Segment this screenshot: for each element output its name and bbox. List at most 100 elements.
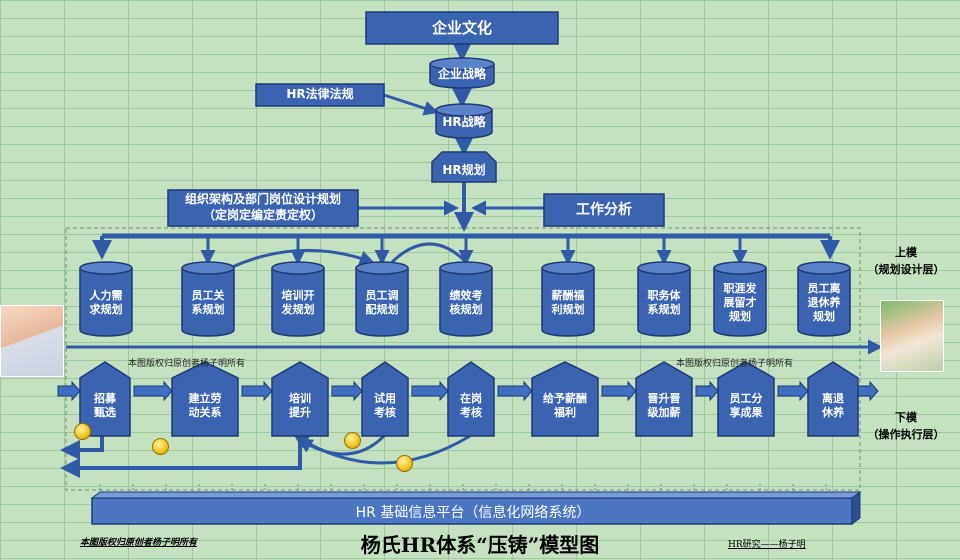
hr-strategy-label: HR战略 — [442, 115, 486, 130]
upper-cylinder-body — [637, 268, 691, 337]
feedback-arrow — [293, 434, 471, 465]
upper-item-line: 规划 — [729, 310, 751, 324]
upper-cylinder-top — [637, 261, 691, 275]
elderly-couple-photo — [880, 300, 944, 372]
lower-item-line: 福利 — [554, 406, 576, 419]
platform-bar-side — [851, 491, 861, 525]
upper-cylinder-top — [713, 261, 767, 275]
upper-cylinder — [355, 261, 409, 337]
lower-item-label: 试用考核 — [362, 378, 408, 434]
lower-item-line: 试用 — [374, 391, 396, 405]
lower-pentagon — [447, 361, 495, 437]
upper-item-line: 员工关 — [191, 288, 225, 302]
smiley-icon — [152, 438, 169, 455]
flow-arrow — [777, 380, 809, 402]
lower-item-line: 级加薪 — [647, 406, 681, 419]
upper-cylinder — [541, 261, 595, 337]
lower-item-label: 离退休养 — [808, 378, 858, 434]
upper-cylinder-body — [271, 268, 325, 337]
upper-cylinder — [79, 261, 133, 337]
upper-cylinder-top — [355, 261, 409, 275]
upper-cylinder-top — [439, 261, 493, 275]
upper-item-line: 规划 — [813, 310, 835, 324]
upper-item-line: 系规划 — [647, 303, 681, 316]
strategy-cylinder-top — [429, 57, 495, 71]
lower-item-line: 培训 — [289, 391, 311, 405]
flow-arrow — [133, 380, 173, 402]
upper-item-label: 绩效考核规划 — [440, 274, 492, 332]
upper-item-line: 系规划 — [191, 303, 225, 316]
upper-cylinder-top — [181, 261, 235, 275]
upper-item-line: 员工调 — [365, 288, 399, 302]
upper-cylinder-body — [541, 268, 595, 337]
platform-bar-top — [90, 491, 862, 499]
lower-item-label: 建立劳动关系 — [172, 378, 238, 434]
flow-arrow-in — [57, 380, 81, 402]
job-analysis-label: 工作分析 — [576, 201, 632, 218]
lower-item-line: 在岗 — [460, 391, 482, 405]
lower-pentagon — [271, 361, 329, 437]
upper-item-line: 求规划 — [89, 303, 123, 316]
lower-item-label: 员工分享成果 — [718, 378, 774, 434]
upper-item-line: 薪酬福 — [551, 288, 585, 302]
lower-item-label: 给予薪酬福利 — [532, 378, 598, 434]
lower-item-line: 招募 — [94, 391, 116, 405]
upper-item-label: 员工调配规划 — [356, 274, 408, 332]
org-design-line1: 组织架构及部门岗位设计规划 — [184, 192, 341, 207]
strategy-cylinder-body — [429, 64, 495, 89]
strategy-cylinder — [429, 57, 495, 89]
lower-item-label: 培训提升 — [272, 378, 328, 434]
flow-arrow — [497, 380, 533, 402]
upper-item-line: 绩效考 — [449, 288, 483, 302]
hr-strategy-cylinder — [435, 103, 493, 139]
flow-arrow-out — [857, 380, 879, 402]
upper-item-label: 职涯发展留才规划 — [714, 274, 766, 332]
lower-item-line: 考核 — [460, 406, 482, 419]
upper-cylinder — [637, 261, 691, 337]
platform-label: HR 基础信息平台（信息化网络系统） — [355, 504, 591, 521]
lower-layer-title: 下模 — [895, 411, 917, 424]
law-box — [255, 83, 385, 107]
culture-label: 企业文化 — [431, 19, 492, 38]
lower-item-line: 给予薪酬 — [543, 391, 587, 405]
upper-item-label: 员工关系规划 — [182, 274, 234, 332]
lower-pentagon — [717, 361, 775, 437]
lower-item-line: 员工分 — [729, 391, 763, 405]
loop-arrow — [390, 242, 468, 264]
lower-layer-subtitle: （操作执行层） — [867, 428, 945, 441]
flow-arrow — [241, 380, 273, 402]
lower-item-line: 晋升晋 — [647, 391, 681, 405]
upper-layer-title: 上模 — [895, 246, 917, 259]
copyright-note-right: 本图版权归原创者杨子明所有 — [676, 359, 794, 369]
upper-cylinder-top — [79, 261, 133, 275]
hr-strategy-cylinder-top — [435, 103, 493, 117]
lower-pentagon — [635, 361, 693, 437]
upper-item-label: 职务体系规划 — [638, 274, 690, 332]
upper-cylinder-top — [797, 261, 851, 275]
upper-item-line: 职涯发 — [723, 281, 757, 295]
loop-arrow — [229, 248, 375, 270]
upper-item-label: 人力需求规划 — [80, 274, 132, 332]
hr-planning-box — [431, 151, 497, 183]
lower-item-line: 建立劳 — [188, 391, 222, 405]
lower-item-line: 动关系 — [188, 406, 222, 419]
lower-pentagon — [807, 361, 859, 437]
hr-strategy-cylinder-body — [435, 110, 493, 139]
upper-item-line: 人力需 — [89, 288, 123, 302]
upper-item-label: 员工离退休养规划 — [798, 274, 850, 332]
lower-item-line: 考核 — [374, 406, 396, 419]
org-design-line2: （定岗定编定责定权） — [202, 208, 323, 222]
lower-item-line: 提升 — [289, 406, 311, 419]
upper-cylinder-body — [79, 268, 133, 337]
footer-title: 杨氏HR体系“压铸”模型图 — [360, 533, 600, 557]
law-label: HR法律法规 — [286, 87, 354, 102]
shape-layer — [79, 11, 862, 525]
upper-item-line: 展留才 — [723, 295, 757, 309]
lower-pentagon — [531, 361, 599, 437]
upper-cylinder-body — [181, 268, 235, 337]
lower-item-line: 甄选 — [94, 406, 116, 419]
lower-item-label: 在岗考核 — [448, 378, 494, 434]
job-analysis-box — [543, 193, 665, 227]
upper-cylinder-body — [797, 268, 851, 337]
